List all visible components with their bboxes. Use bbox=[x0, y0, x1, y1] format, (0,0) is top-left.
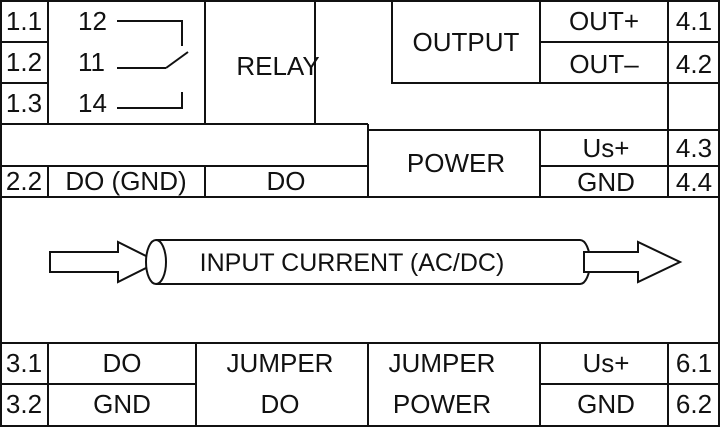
power-label: POWER bbox=[407, 148, 505, 178]
jumper-do-line2: DO bbox=[261, 389, 300, 419]
terminal-1-1: 1.1 bbox=[6, 6, 42, 36]
conductor-cylinder bbox=[145, 239, 591, 285]
input-current-label: INPUT CURRENT (AC/DC) bbox=[200, 249, 505, 277]
terminal-3-1: 3.1 bbox=[6, 348, 42, 378]
jumper-power-line2: POWER bbox=[393, 389, 491, 419]
bottom-block: 3.1 3.2 DO GND JUMPER DO JUMPER POWER Us… bbox=[1, 342, 719, 426]
input-arrow-icon bbox=[49, 240, 161, 284]
relay-label: RELAY bbox=[236, 51, 319, 81]
bottom-us-plus-label: Us+ bbox=[583, 348, 630, 378]
terminal-4-1: 4.1 bbox=[676, 6, 712, 36]
bottom-do-label: DO bbox=[103, 348, 142, 378]
bottom-gnd-label: GND bbox=[93, 389, 151, 419]
terminal-4-2: 4.2 bbox=[676, 49, 712, 79]
input-current-section: INPUT CURRENT (AC/DC) bbox=[49, 239, 683, 285]
jumper-power-line1: JUMPER bbox=[389, 348, 496, 378]
relay-block: 1.1 1.2 1.3 12 11 14 RELAY bbox=[1, 1, 320, 124]
out-plus-label: OUT+ bbox=[569, 6, 639, 36]
bottom-gnd-right-label: GND bbox=[577, 389, 635, 419]
contact-14-label: 14 bbox=[78, 88, 107, 118]
terminal-3-2: 3.2 bbox=[6, 389, 42, 419]
output-arrow-icon bbox=[583, 240, 683, 284]
terminal-4-3: 4.3 bbox=[676, 133, 712, 163]
contact-12-label: 12 bbox=[78, 6, 107, 36]
terminal-1-3: 1.3 bbox=[6, 88, 42, 118]
output-label: OUTPUT bbox=[413, 27, 520, 57]
do-label: DO bbox=[267, 166, 306, 196]
terminal-4-4: 4.4 bbox=[676, 167, 712, 197]
do-gnd-label: DO (GND) bbox=[65, 166, 186, 196]
relay-contact-symbol bbox=[117, 20, 189, 109]
output-block: OUTPUT OUT+ OUT– 4.1 4.2 bbox=[391, 1, 719, 197]
gnd-label: GND bbox=[577, 167, 635, 197]
terminal-2-2: 2.2 bbox=[6, 166, 42, 196]
terminal-6-1: 6.1 bbox=[676, 348, 712, 378]
terminal-1-2: 1.2 bbox=[6, 47, 42, 77]
us-plus-label: Us+ bbox=[583, 133, 630, 163]
terminal-6-2: 6.2 bbox=[676, 389, 712, 419]
jumper-do-line1: JUMPER bbox=[227, 348, 334, 378]
out-minus-label: OUT– bbox=[569, 49, 639, 79]
divider bbox=[391, 1, 668, 84]
contact-11-label: 11 bbox=[78, 47, 105, 77]
do-power-row: 2.2 DO (GND) DO POWER Us+ GND 4.3 4.4 bbox=[1, 123, 719, 198]
